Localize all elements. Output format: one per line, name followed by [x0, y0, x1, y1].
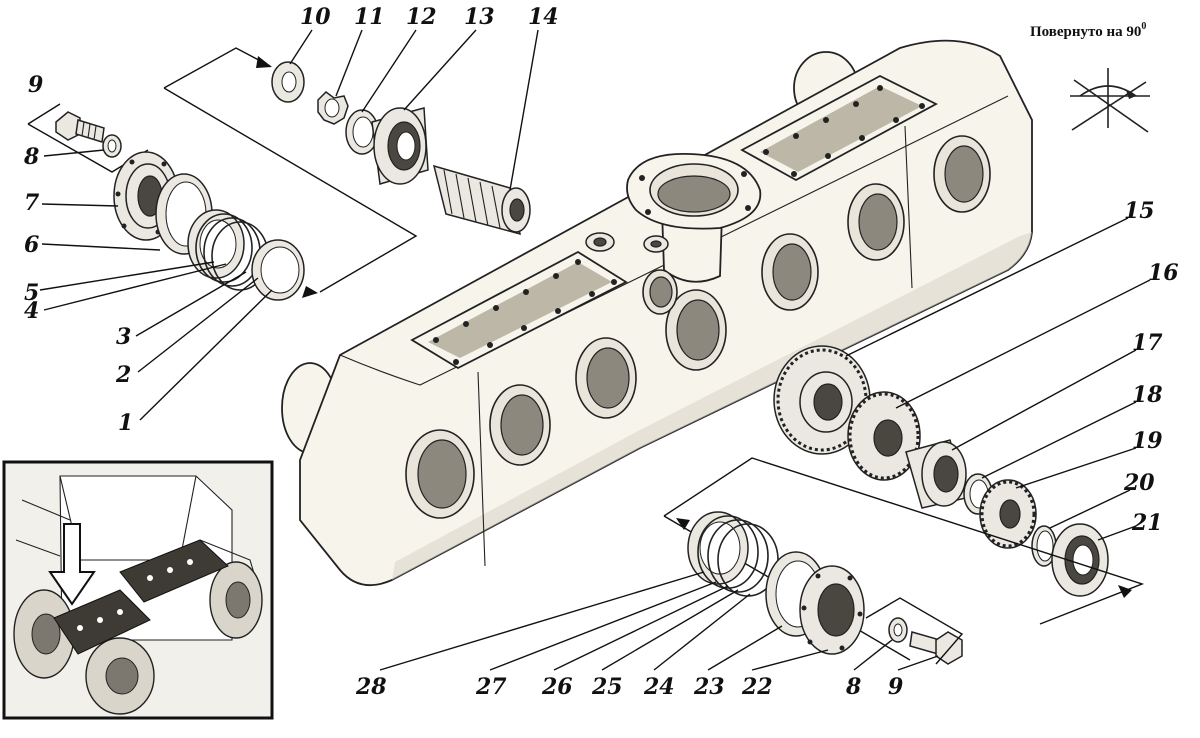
shims-parts-24-28 — [687, 511, 779, 597]
callout-9: 9 — [28, 72, 43, 98]
callout-27: 27 — [475, 674, 507, 700]
shims-parts-2-5 — [187, 209, 269, 291]
top-cover-left — [410, 250, 628, 370]
bracket-bolt-right — [865, 597, 964, 665]
callout-23: 23 — [693, 674, 725, 700]
callout-labels: 1 2 3 4 5 6 7 8 9 10 11 12 13 14 15 16 1… — [23, 4, 1179, 700]
rotation-note-text: Повернуто на 900 — [1030, 21, 1146, 40]
top-cover-right — [740, 74, 938, 182]
hub-part-17 — [905, 439, 967, 509]
leader-lines — [39, 29, 1151, 671]
callout-13: 13 — [464, 4, 495, 30]
arrow-head-upper — [256, 56, 272, 68]
splined-shaft-part-14 — [432, 164, 531, 236]
callout-9-lower: 9 — [888, 674, 903, 700]
arrow-head-upper-2 — [302, 286, 318, 298]
callout-20: 20 — [1123, 470, 1155, 496]
callout-1: 1 — [118, 410, 133, 436]
washer-part-8-lower — [888, 617, 908, 643]
ring-part-1 — [251, 239, 305, 301]
callout-28: 28 — [355, 674, 387, 700]
callout-11: 11 — [354, 4, 385, 30]
gear-part-19 — [979, 479, 1037, 549]
bolt-part-9 — [55, 111, 105, 143]
callout-18: 18 — [1132, 382, 1163, 408]
center-flange — [626, 153, 762, 283]
plug-bosses — [585, 232, 669, 253]
callout-14: 14 — [528, 4, 559, 30]
cover-part-22 — [799, 565, 865, 655]
callout-26: 26 — [541, 674, 573, 700]
callout-12: 12 — [406, 4, 437, 30]
callout-5: 5 — [24, 280, 39, 306]
callout-25: 25 — [591, 674, 623, 700]
callout-2: 2 — [115, 362, 131, 388]
callout-19: 19 — [1132, 428, 1163, 454]
callout-8-lower: 8 — [845, 674, 861, 700]
callout-24: 24 — [643, 674, 675, 700]
spacer-part-12 — [345, 109, 379, 155]
callout-7: 7 — [24, 190, 40, 216]
bevel-gear-part-15 — [773, 345, 871, 455]
inset-locator — [2, 460, 274, 720]
callout-6: 6 — [24, 232, 39, 258]
gear-part-16 — [847, 391, 921, 481]
bearing-part-21 — [1051, 523, 1109, 597]
bearing-part-13 — [371, 107, 429, 185]
callout-10: 10 — [300, 4, 331, 30]
callout-16: 16 — [1148, 260, 1179, 286]
callout-15: 15 — [1124, 198, 1155, 224]
callout-21: 21 — [1131, 510, 1163, 536]
rotation-90-icon — [1070, 68, 1150, 133]
callout-3: 3 — [116, 324, 131, 350]
rotation-note: Повернуто на 900 — [1030, 21, 1146, 40]
callout-22: 22 — [741, 674, 773, 700]
callout-8: 8 — [23, 144, 39, 170]
washer-part-8 — [102, 134, 122, 158]
nut-part-10 — [271, 61, 305, 103]
callout-4: 4 — [24, 298, 39, 324]
callout-17: 17 — [1132, 330, 1163, 356]
lockwasher-part-11 — [317, 91, 349, 125]
down-arrow-icon — [48, 523, 96, 606]
bolt-part-9-lower — [909, 631, 963, 665]
arrow-head-lower — [1118, 585, 1132, 598]
arrow-head-lower-2 — [676, 518, 690, 530]
housing-bores — [405, 135, 991, 519]
